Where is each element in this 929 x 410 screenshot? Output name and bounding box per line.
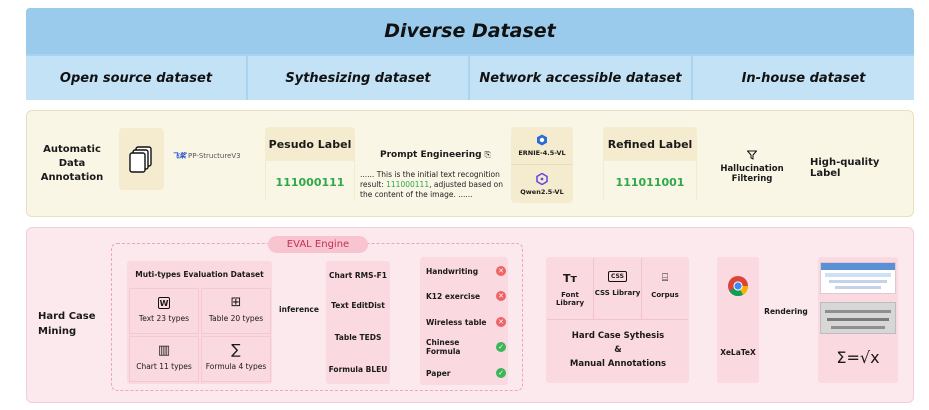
inference-label: inference: [279, 304, 319, 314]
metric-chart: Chart RMS-F1: [329, 270, 387, 280]
refined-label-title: Refined Label: [607, 137, 693, 151]
source-network: Network accessible dataset: [470, 56, 691, 100]
result-handwriting: Handwriting✕: [426, 265, 506, 277]
prompt-text: ...... This is the initial text recognit…: [360, 170, 504, 199]
rendering-label: Rendering: [764, 306, 808, 316]
pass-icon: ✓: [496, 368, 506, 378]
source-open: Open source dataset: [26, 56, 246, 100]
dataset-cell-table: ⊞ Table 20 types: [201, 288, 271, 334]
fail-icon: ✕: [496, 266, 506, 276]
documents-icon: [128, 146, 152, 173]
high-quality-label: High-quality Label: [810, 157, 880, 179]
sigma-icon: ∑: [231, 342, 241, 358]
eval-engine-tag: EVAL Engine: [268, 236, 368, 253]
result-paper: Paper✓: [426, 367, 506, 379]
xelatex-label: XeLaTeX: [720, 347, 756, 357]
pseudo-label-box: Pesudo Label 111000111: [265, 127, 355, 203]
table-icon: ⊞: [230, 295, 242, 310]
paddle-logo: 飞桨: [172, 152, 186, 160]
hard-case-row-label: Hard Case Mining: [38, 311, 96, 337]
diverse-dataset-title: Diverse Dataset: [26, 8, 914, 54]
pseudo-label-title: Pesudo Label: [268, 137, 352, 151]
font-library-cell: Tт Font Library: [547, 258, 594, 320]
result-wireless-table: Wireless table✕: [426, 316, 506, 328]
evaluation-dataset-title: Muti-types Evaluation Dataset: [135, 269, 264, 279]
metric-text: Text EditDist: [331, 300, 385, 310]
filter-icon: [745, 149, 759, 161]
rendered-handwriting-sample: [820, 302, 896, 334]
corpus-icon: ⌸: [661, 271, 669, 284]
dataset-cell-chart: ▥ Chart 11 types: [129, 336, 199, 382]
metric-table: Table TEDS: [334, 332, 382, 342]
paddle-tool-label: PP-StructureV3: [188, 152, 241, 160]
vlm-models-box: ERNIE-4.5-VL Qwen2.5-VL: [511, 127, 573, 203]
font-icon: Tт: [563, 272, 577, 285]
prompt-engineering-label: Prompt Engineering ⎘: [380, 150, 491, 160]
pass-icon: ✓: [496, 342, 506, 352]
rendered-table-sample: [820, 262, 896, 294]
results-box: [420, 257, 508, 385]
model-ernie: ERNIE-4.5-VL: [518, 149, 566, 157]
css-icon: CSS: [608, 271, 627, 282]
paddle-tool: 飞桨 PP-StructureV3: [172, 151, 262, 161]
ernie-icon: [537, 134, 547, 146]
synthesis-line1: Hard Case Sythesis: [571, 331, 665, 341]
result-k12: K12 exercise✕: [426, 290, 506, 302]
metrics-box: [326, 261, 390, 384]
rendered-formula-sample: Σ=√x: [836, 347, 880, 367]
synthesis-line3: Manual Annotations: [569, 359, 667, 369]
metric-formula: Formula BLEU: [328, 364, 388, 374]
model-qwen: Qwen2.5-VL: [520, 187, 564, 196]
dataset-cell-formula: ∑ Formula 4 types: [201, 336, 271, 382]
annotation-row-label: Automatic Data Annotation: [40, 144, 104, 183]
corpus-cell: ⌸ Corpus: [642, 258, 688, 320]
refined-label-box: Refined Label 111011001: [603, 127, 697, 203]
word-icon: W: [158, 297, 170, 309]
css-library-cell: CSS CSS Library: [594, 258, 642, 320]
dataset-cell-text: W Text 23 types: [129, 288, 199, 334]
result-chinese-formula: Chinese Formula✓: [426, 338, 506, 356]
chrome-icon: [717, 273, 759, 299]
documents-box: [119, 128, 164, 190]
hallucination-filtering-label: Hallucination Filtering: [720, 164, 784, 184]
fail-icon: ✕: [496, 291, 506, 301]
prompt-value: 111000111: [386, 180, 430, 189]
chart-icon: ▥: [157, 343, 171, 358]
refined-label-value: 111011001: [604, 161, 696, 203]
source-synthesizing: Sythesizing dataset: [248, 56, 468, 100]
pseudo-label-value: 111000111: [266, 161, 354, 203]
fail-icon: ✕: [496, 317, 506, 327]
source-inhouse: In-house dataset: [693, 56, 914, 100]
clipboard-icon: ⎘: [484, 150, 491, 159]
synthesis-line2: &: [614, 345, 622, 355]
annotation-panel: [26, 110, 914, 217]
qwen-icon: [536, 172, 548, 185]
